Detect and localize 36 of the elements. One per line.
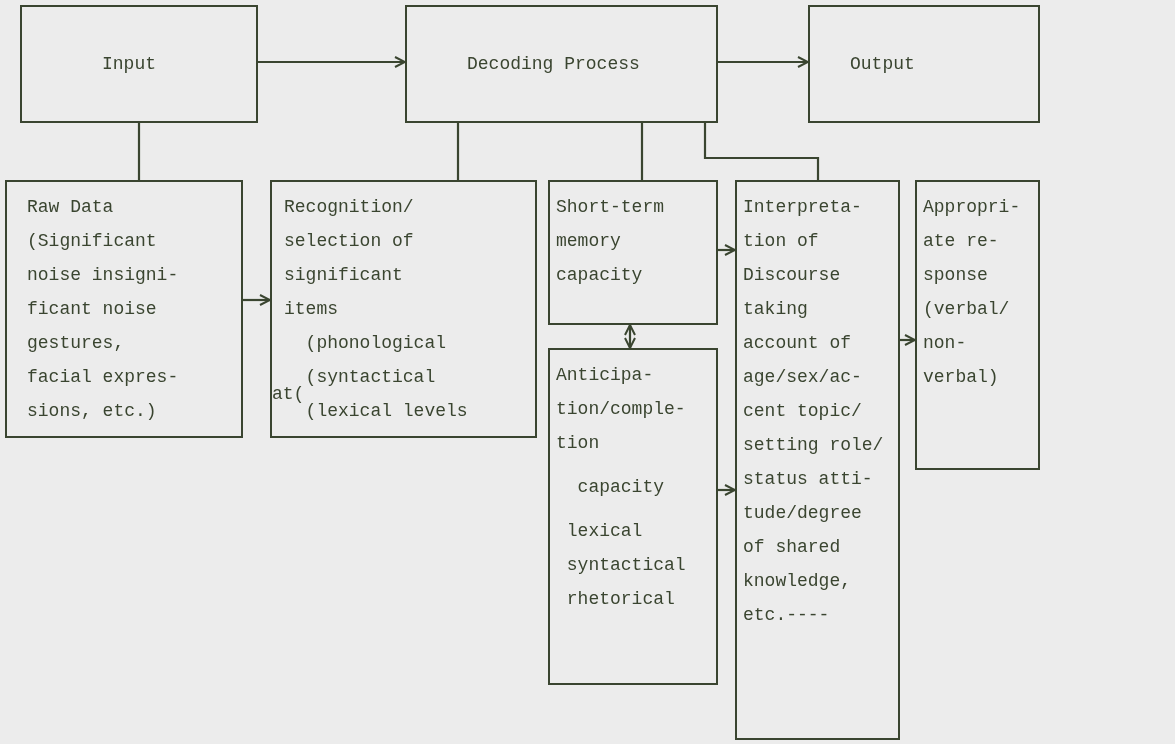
connector-line [456, 123, 460, 180]
box-text: (phonological [304, 332, 448, 355]
process-box [20, 5, 258, 123]
arrow [243, 294, 271, 306]
process-box [548, 180, 718, 325]
process-box [548, 348, 718, 685]
box-text: (syntactical [304, 366, 437, 389]
box-text: Short-term memory capacity [556, 196, 666, 287]
arrow [624, 324, 636, 349]
arrow [900, 334, 916, 346]
process-box [5, 180, 243, 438]
box-text: Output [850, 53, 916, 76]
box-text: lexical [565, 520, 644, 543]
connector-line [703, 123, 820, 180]
arrow [718, 56, 809, 68]
box-text: syntactical [565, 554, 687, 577]
box-text: Appropri- ate re- sponse (verbal/ non- verbal) [923, 196, 1022, 389]
connector-line [137, 123, 141, 180]
box-text: Raw Data (Significant noise insigni- ficant noise gestures, facial expres- sions, etc.) [27, 196, 180, 423]
process-box [735, 180, 900, 740]
box-text: Anticipa- tion/comple- tion [556, 364, 687, 455]
process-box [270, 180, 537, 438]
box-text: capacity [576, 476, 665, 499]
box-text: Recognition/ selection of significant items [284, 196, 415, 321]
arrow [718, 244, 736, 256]
arrow [258, 56, 406, 68]
box-text: Interpreta- tion of Discourse taking account of age/sex/ac- cent topic/ setting role/ status atti- tude/degree of shared knowledge, etc.---- [743, 196, 885, 627]
box-text: Input [102, 53, 157, 76]
connector-line [640, 123, 644, 180]
process-box [808, 5, 1040, 123]
box-text: at( [272, 383, 305, 406]
box-text: rhetorical [565, 588, 676, 611]
process-box [915, 180, 1040, 470]
process-box [405, 5, 718, 123]
box-text: Decoding Process [467, 53, 641, 76]
arrow [718, 484, 736, 496]
